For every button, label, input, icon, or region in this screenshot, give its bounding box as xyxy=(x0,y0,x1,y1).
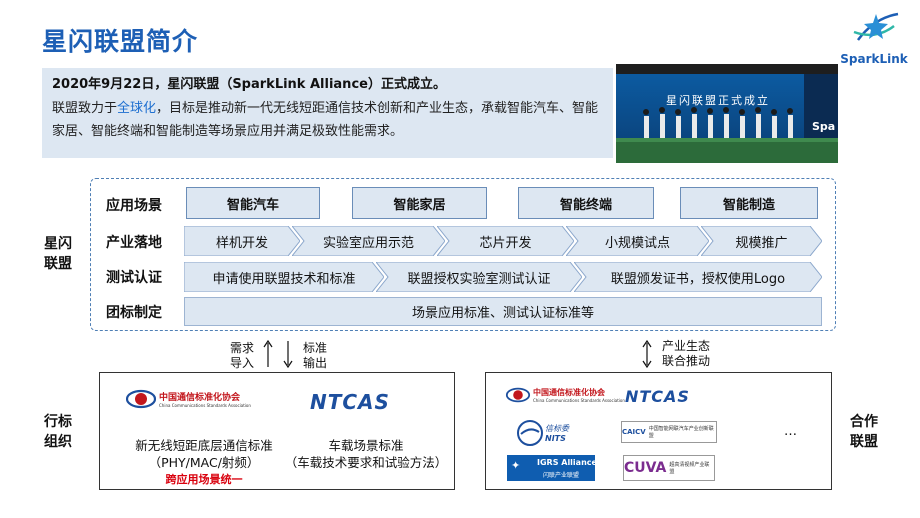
industry-standards-panel xyxy=(99,372,455,490)
partner-caict-en-name: China Communications Standards Associati… xyxy=(533,398,625,403)
demand-input-label: 需求 导入 xyxy=(230,341,255,370)
caicv-logo: CAICV 中国智能网联汽车产业创新联盟 xyxy=(621,421,717,443)
photo-corner-text: Spa xyxy=(812,120,836,133)
partner-ntcas-logo: NTCAS xyxy=(625,387,690,406)
cuva-logo: CUVA 超高清视频产业联盟 xyxy=(623,455,715,481)
more-partners-ellipsis: … xyxy=(784,424,797,439)
cuva-mark: CUVA xyxy=(624,460,667,476)
scene-smart-manufacturing: 智能制造 xyxy=(680,187,818,219)
launch-ceremony-photo: 星闪联盟正式成立 Spa xyxy=(616,64,838,163)
down-arrow-icon xyxy=(283,341,293,369)
intro-box: 2020年9月22日，星闪联盟（SparkLink Alliance）正式成立。… xyxy=(42,68,613,158)
testing-step-apply: 申请使用联盟技术和标准 xyxy=(184,262,384,292)
industry-step-scale-up-label: 规模推广 xyxy=(735,235,788,251)
sparklink-star-icon xyxy=(853,12,899,41)
cuva-name: 超高清视频产业联盟 xyxy=(669,462,710,475)
testing-step-certificate-label: 联盟颁发证书，授权使用Logo xyxy=(610,271,786,287)
matrix-side-label: 星闪 联盟 xyxy=(44,236,72,272)
scene-smart-car: 智能汽车 xyxy=(186,187,320,219)
bidirectional-arrow-icon xyxy=(642,339,652,369)
std1-block: 新无线短距底层通信标准 （PHY/MAC/射频） 跨应用场景统一 xyxy=(120,437,288,488)
caict-cn-name: 中国通信标准化协会 xyxy=(159,393,241,403)
standards-bar: 场景应用标准、测试认证标准等 xyxy=(184,297,822,326)
page-title: 星闪联盟简介 xyxy=(42,27,199,56)
intro-body-suffix: ，目标是推动新一代无线短距通信技术创新和产业生态，承载智能汽车、智能家居、智能终… xyxy=(52,101,599,139)
partner-alliance-label: 合作 联盟 xyxy=(850,414,878,450)
industry-step-lab-demo-label: 实验室应用示范 xyxy=(322,235,414,251)
partner-caict-logo: 中国通信标准化协会 China Communications Standards… xyxy=(505,383,625,407)
std1-note: 跨应用场景统一 xyxy=(165,473,243,486)
testing-step-lab-cert-label: 联盟授权实验室测试认证 xyxy=(407,271,551,287)
nits-cn-name: 信标委 xyxy=(545,424,569,433)
industry-step-chip-dev: 芯片开发 xyxy=(437,226,574,256)
caict-en-name: China Communications Standards Associati… xyxy=(159,403,251,408)
caict-emblem-icon xyxy=(505,387,531,403)
row-label-industry: 产业落地 xyxy=(106,235,162,251)
std2-subtitle: （车载技术要求和试验方法） xyxy=(284,455,448,470)
intro-body: 联盟致力于全球化，目标是推动新一代无线短距通信技术创新和产业生态，承载智能汽车、… xyxy=(52,97,603,143)
scene-smart-home: 智能家居 xyxy=(352,187,487,219)
ecosystem-promotion-label: 产业生态 联合推动 xyxy=(662,339,711,368)
nits-logo: 信标委 NITS xyxy=(517,420,569,446)
caict-logo: 中国通信标准化协会 China Communications Standards… xyxy=(126,384,251,414)
photo-banner-text: 星闪联盟正式成立 xyxy=(666,94,770,107)
industry-standard-org-label: 行标 组织 xyxy=(44,414,72,450)
igrs-logo: ✦ IGRS Alliance 闪联产业联盟 xyxy=(507,455,597,481)
intro-headline: 2020年9月22日，星闪联盟（SparkLink Alliance）正式成立。 xyxy=(52,77,446,92)
std2-block: 车载场景标准 （车载技术要求和试验方法） xyxy=(278,437,454,471)
sparklink-logo: SparkLink xyxy=(836,10,912,66)
sparklink-logo-text: SparkLink xyxy=(840,52,908,66)
std1-title: 新无线短距底层通信标准 xyxy=(135,438,273,453)
standard-output-label: 标准 输出 xyxy=(303,341,328,370)
testing-step-lab-cert: 联盟授权实验室测试认证 xyxy=(376,262,582,292)
row-label-standards: 团标制定 xyxy=(106,305,162,321)
ceremony-stage-image xyxy=(616,64,838,163)
intro-body-prefix: 联盟致力于 xyxy=(52,101,118,116)
igrs-mark-icon: ✦ xyxy=(511,459,521,472)
nits-emblem-icon xyxy=(517,420,543,446)
caicv-mark: CAICV xyxy=(622,428,646,436)
scene-smart-terminal: 智能终端 xyxy=(518,187,654,219)
alliance-matrix xyxy=(90,178,836,331)
partner-caict-cn-name: 中国通信标准化协会 xyxy=(533,388,605,397)
testing-step-apply-label: 申请使用联盟技术和标准 xyxy=(212,271,356,287)
row-label-scenes: 应用场景 xyxy=(106,198,162,214)
std1-subtitle: （PHY/MAC/射频） xyxy=(148,455,260,470)
up-arrow-icon xyxy=(263,339,273,367)
row-label-testing: 测试认证 xyxy=(106,270,162,286)
ntcas-logo: NTCAS xyxy=(310,390,390,414)
industry-step-prototype-label: 样机开发 xyxy=(215,235,268,251)
industry-step-pilot-label: 小规模试点 xyxy=(604,235,670,251)
igrs-name: IGRS Alliance xyxy=(537,458,597,467)
igrs-cn-name: 闪联产业联盟 xyxy=(543,472,580,479)
industry-step-lab-demo: 实验室应用示范 xyxy=(292,226,445,256)
caicv-name: 中国智能网联汽车产业创新联盟 xyxy=(648,426,714,439)
industry-step-scale-up: 规模推广 xyxy=(701,226,822,256)
caict-emblem-icon xyxy=(126,389,156,409)
std2-title: 车载场景标准 xyxy=(328,438,404,453)
industry-step-prototype: 样机开发 xyxy=(184,226,300,256)
nits-en-name: NITS xyxy=(545,434,566,443)
intro-body-highlight: 全球化 xyxy=(117,101,157,116)
testing-step-certificate: 联盟颁发证书，授权使用Logo xyxy=(574,262,822,292)
industry-step-pilot: 小规模试点 xyxy=(566,226,709,256)
partner-alliances-panel xyxy=(485,372,832,490)
industry-step-chip-dev-label: 芯片开发 xyxy=(479,235,532,251)
